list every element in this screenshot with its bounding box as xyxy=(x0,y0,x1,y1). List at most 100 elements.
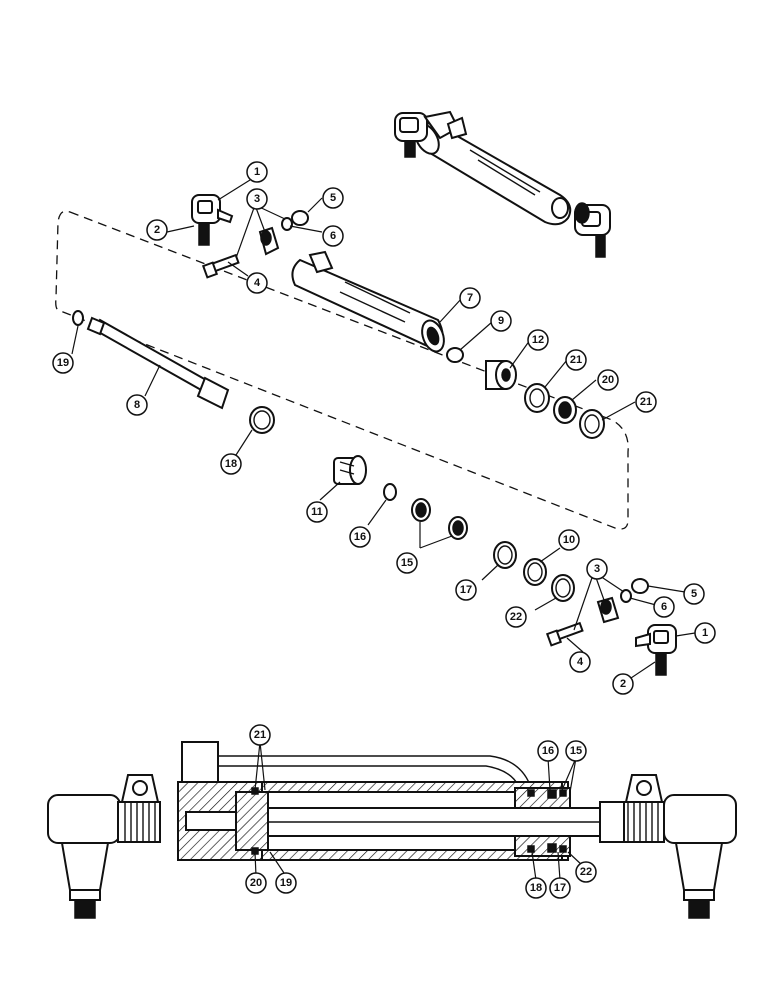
snap-ring-left xyxy=(72,310,84,326)
svg-text:10: 10 xyxy=(563,534,575,546)
svg-text:19: 19 xyxy=(57,357,69,369)
callout-19-upper: 19 xyxy=(52,352,74,374)
svg-text:18: 18 xyxy=(225,458,237,470)
callout-22-section: 22 xyxy=(575,861,597,883)
assembled-cylinder-view xyxy=(394,110,611,258)
callout-6-upper: 6 xyxy=(322,225,344,247)
callout-18-upper: 18 xyxy=(220,453,242,475)
callout-6-lower: 6 xyxy=(653,596,675,618)
svg-text:3: 3 xyxy=(254,193,260,205)
rod-seal-b-inner xyxy=(452,520,464,536)
callout-3-upper: 3 xyxy=(246,188,268,210)
callout-19-section: 19 xyxy=(275,872,297,894)
callout-1-lower: 1 xyxy=(694,622,716,644)
callout-16-section: 16 xyxy=(537,740,559,762)
callout-8: 8 xyxy=(126,394,148,416)
kit-boundary-outline xyxy=(55,210,629,530)
svg-text:21: 21 xyxy=(640,396,652,408)
svg-text:15: 15 xyxy=(401,557,413,569)
washer-left xyxy=(281,217,293,231)
end-ring-inner xyxy=(555,578,571,598)
svg-text:5: 5 xyxy=(691,588,697,600)
backup-ring-inner xyxy=(253,410,271,430)
svg-text:22: 22 xyxy=(510,611,522,623)
svg-text:2: 2 xyxy=(620,678,626,690)
callout-17-upper: 17 xyxy=(455,579,477,601)
svg-text:5: 5 xyxy=(330,192,336,204)
piston-nut xyxy=(446,347,464,363)
callout-11: 11 xyxy=(306,501,328,523)
callout-5-upper: 5 xyxy=(322,187,344,209)
callout-21-section: 21 xyxy=(249,724,271,746)
svg-text:9: 9 xyxy=(498,315,504,327)
svg-text:15: 15 xyxy=(570,745,582,757)
callout-16-upper: 16 xyxy=(349,526,371,548)
svg-text:11: 11 xyxy=(311,506,323,518)
callout-1-upper: 1 xyxy=(246,161,268,183)
sectional-view xyxy=(47,741,737,919)
svg-text:19: 19 xyxy=(280,877,292,889)
callout-5-lower: 5 xyxy=(683,583,705,605)
ball-joint-left xyxy=(191,194,234,246)
retaining-ring-inner xyxy=(527,562,543,582)
svg-text:6: 6 xyxy=(330,230,336,242)
callout-22-upper: 22 xyxy=(505,606,527,628)
callout-9: 9 xyxy=(490,310,512,332)
svg-text:3: 3 xyxy=(594,563,600,575)
bolt-right xyxy=(545,621,584,647)
callout-20-upper: 20 xyxy=(597,369,619,391)
gland xyxy=(333,455,367,485)
piston-rod xyxy=(86,316,230,410)
seal-ring-b xyxy=(579,409,605,439)
svg-text:22: 22 xyxy=(580,866,592,878)
svg-text:18: 18 xyxy=(530,882,542,894)
nut-right xyxy=(631,578,649,594)
svg-text:1: 1 xyxy=(702,627,708,639)
callout-21-upper-b: 21 xyxy=(635,391,657,413)
callout-10: 10 xyxy=(558,529,580,551)
callout-21-upper-a: 21 xyxy=(565,349,587,371)
svg-text:7: 7 xyxy=(467,292,473,304)
svg-text:21: 21 xyxy=(254,729,266,741)
callout-20-section: 20 xyxy=(245,872,267,894)
washer-right xyxy=(620,589,632,603)
svg-text:1: 1 xyxy=(254,166,260,178)
o-ring-inner xyxy=(558,401,572,419)
svg-text:17: 17 xyxy=(460,584,472,596)
rod-seal-a-inner xyxy=(415,502,427,518)
leader-lines-exploded xyxy=(71,179,696,683)
callout-4-upper: 4 xyxy=(246,272,268,294)
svg-text:20: 20 xyxy=(602,374,614,386)
seal-ring-b-inner xyxy=(584,414,600,434)
callout-2-lower: 2 xyxy=(612,673,634,695)
seal-ring-a-inner xyxy=(529,388,545,408)
seal-ring-a xyxy=(524,383,550,413)
gland-ring-inner xyxy=(497,545,513,565)
bolt-left xyxy=(201,253,240,279)
callout-2-upper: 2 xyxy=(146,219,168,241)
svg-text:12: 12 xyxy=(532,334,544,346)
svg-text:16: 16 xyxy=(542,745,554,757)
callout-15-upper: 15 xyxy=(396,552,418,574)
svg-text:16: 16 xyxy=(354,531,366,543)
svg-text:21: 21 xyxy=(570,354,582,366)
clamp-left xyxy=(258,226,280,256)
svg-text:8: 8 xyxy=(134,399,140,411)
svg-text:4: 4 xyxy=(254,277,261,289)
callout-12: 12 xyxy=(527,329,549,351)
callout-17-section: 17 xyxy=(549,877,571,899)
callout-3-lower: 3 xyxy=(586,558,608,580)
piston xyxy=(485,360,517,390)
wiper-ring xyxy=(383,483,397,501)
callout-7: 7 xyxy=(459,287,481,309)
nut-left xyxy=(291,210,309,226)
svg-text:4: 4 xyxy=(577,656,584,668)
ball-joint-right xyxy=(635,624,677,676)
cylinder-body xyxy=(291,250,445,353)
svg-text:17: 17 xyxy=(554,882,566,894)
callout-18-section: 18 xyxy=(525,877,547,899)
svg-text:20: 20 xyxy=(250,877,262,889)
leader-lines-section xyxy=(254,741,584,881)
svg-text:6: 6 xyxy=(661,601,667,613)
